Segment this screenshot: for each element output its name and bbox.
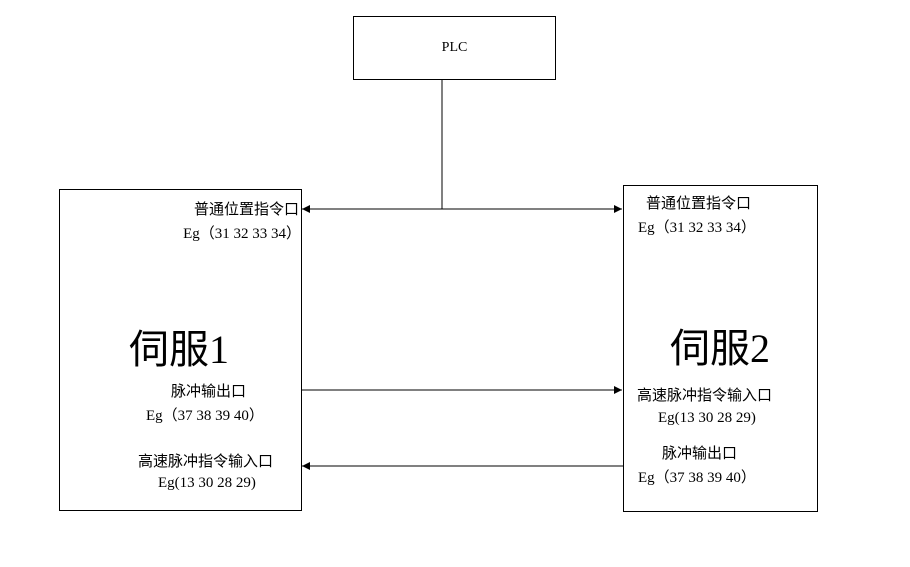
servo2-position-cmd-pins: Eg（31 32 33 34） bbox=[638, 220, 756, 236]
servo1-position-cmd-pins: Eg（31 32 33 34） bbox=[183, 226, 301, 242]
servo2-hs-pulse-in-pins: Eg(13 30 28 29) bbox=[658, 410, 756, 426]
servo2-box: 普通位置指令口 Eg（31 32 33 34） 伺服2 高速脉冲指令输入口 Eg… bbox=[623, 185, 818, 512]
servo1-box: 普通位置指令口 Eg（31 32 33 34） 伺服1 脉冲输出口 Eg（37 … bbox=[59, 189, 302, 511]
servo1-position-cmd-label: 普通位置指令口 bbox=[193, 202, 299, 218]
servo1-hs-pulse-in-pins: Eg(13 30 28 29) bbox=[158, 475, 256, 491]
servo2-hs-pulse-in-label: 高速脉冲指令输入口 bbox=[637, 388, 773, 404]
servo2-position-cmd-label: 普通位置指令口 bbox=[646, 196, 752, 212]
plc-box: PLC bbox=[353, 16, 556, 80]
servo1-hs-pulse-in-label: 高速脉冲指令输入口 bbox=[138, 454, 274, 470]
servo1-pulse-out-pins: Eg（37 38 39 40） bbox=[146, 408, 264, 424]
servo2-title: 伺服2 bbox=[670, 326, 770, 371]
servo1-pulse-out-label: 脉冲输出口 bbox=[171, 384, 247, 400]
plc-label: PLC bbox=[441, 40, 468, 55]
servo1-title: 伺服1 bbox=[129, 327, 229, 372]
servo2-pulse-out-label: 脉冲输出口 bbox=[662, 446, 738, 462]
servo2-pulse-out-pins: Eg（37 38 39 40） bbox=[638, 470, 756, 486]
